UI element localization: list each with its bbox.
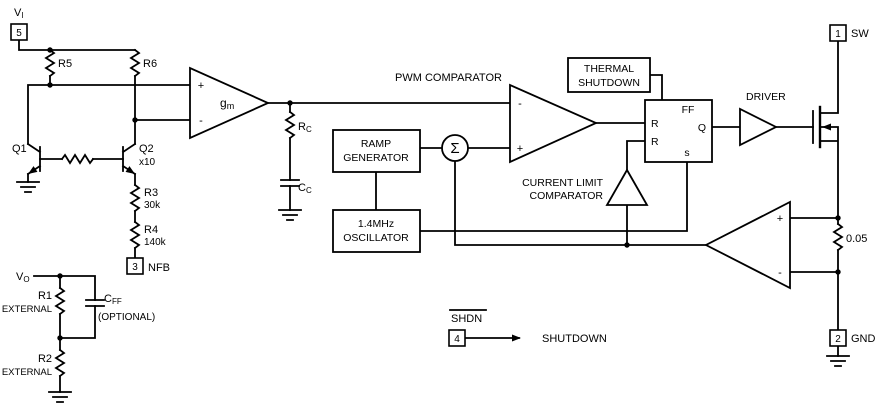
wires-shdn (449, 309, 520, 339)
sense-resistor-value: 0.05 (846, 233, 867, 245)
shutdown-arrow-icon (512, 334, 521, 342)
pin-box-vin (10, 23, 28, 41)
transistor-q2 (121, 142, 137, 177)
thermal-shutdown-line2: SHUTDOWN (578, 77, 640, 89)
oscillator-box (332, 209, 421, 253)
pin-number-shdn: 4 (454, 334, 460, 345)
ramp-generator-box (332, 129, 421, 173)
sense-minus-input-label: - (778, 267, 782, 279)
transistor-q1 (26, 142, 42, 177)
ground-icon (826, 355, 850, 367)
shdn-label: SHDN (451, 313, 482, 325)
cc-label: CC (298, 182, 312, 195)
pwm-minus-input-label: - (518, 98, 522, 110)
cff-capacitor-plates (85, 299, 105, 307)
resistor-r3 (130, 184, 140, 212)
mosfet-switch (812, 105, 831, 149)
cff-note: (OPTIONAL) (98, 312, 155, 323)
q2-ratio-label: x10 (139, 157, 156, 168)
pin-box-nfb (126, 257, 144, 275)
pin-number-vin: 5 (16, 28, 22, 39)
q1-label: Q1 (12, 143, 27, 155)
r1-label: R1 (38, 290, 52, 302)
r4-value: 140k (144, 237, 167, 248)
resistor-r1 (55, 287, 65, 315)
sense-comparator-triangle (704, 200, 791, 290)
ff-s-label: s (684, 147, 689, 159)
pin-box-gnd (829, 329, 847, 347)
junction-dots (47, 47, 841, 341)
gm-amplifier-triangle (189, 66, 271, 140)
wires-control-loop (267, 74, 814, 246)
resistor-r5 (45, 49, 55, 77)
thermal-shutdown-line1: THERMAL (584, 63, 634, 75)
driver-triangle (739, 107, 779, 147)
vout-label: VO (16, 271, 30, 284)
pwm-comparator-triangle (509, 83, 599, 164)
gm-plus-input-label: + (198, 80, 204, 92)
ground-icon (16, 181, 40, 193)
current-limit-line2: COMPARATOR (529, 190, 603, 202)
summing-node-circle (441, 134, 469, 162)
current-limit-comparator-triangle (605, 168, 649, 206)
ff-r-mid-label: R (651, 136, 659, 148)
sigma-symbol: Σ (450, 140, 459, 157)
sw-label: SW (851, 28, 869, 40)
driver-title: DRIVER (746, 91, 786, 103)
r6-label: R6 (143, 58, 157, 70)
r1-note: EXTERNAL (2, 304, 52, 315)
cff-label: CFF (104, 293, 122, 306)
ff-title: FF (682, 104, 695, 116)
resistor-r6 (130, 49, 140, 77)
ff-r-top-label: R (651, 118, 659, 130)
wires-bandgap (18, 39, 191, 259)
r2-label: R2 (38, 353, 52, 365)
flip-flop-box (644, 99, 713, 163)
gm-minus-input-label: - (199, 115, 203, 127)
pwm-comparator-title: PWM COMPARATOR (395, 72, 502, 84)
pin-number-nfb: 3 (132, 262, 138, 273)
resistor-sense (833, 223, 843, 251)
pwm-plus-input-label: + (517, 143, 523, 155)
r3-label: R3 (144, 187, 158, 199)
wires-output-divider (33, 275, 105, 393)
gm-label: gm (220, 96, 234, 111)
r4-label: R4 (144, 224, 158, 236)
ramp-generator-line2: GENERATOR (343, 152, 409, 164)
pin-box-sw (829, 24, 847, 42)
cc-capacitor-plates (280, 179, 300, 187)
pin-number-gnd: 2 (835, 334, 841, 345)
oscillator-line2: OSCILLATOR (343, 232, 409, 244)
ff-q-label: Q (698, 122, 706, 134)
mosfet-body-arrow-icon (822, 123, 831, 131)
resistor-r2 (55, 349, 65, 377)
r2-note: EXTERNAL (2, 367, 52, 378)
r5-label: R5 (58, 58, 72, 70)
oscillator-line1: 1.4MHz (358, 218, 394, 230)
ground-icon (278, 209, 302, 221)
nfb-label: NFB (148, 262, 170, 274)
current-limit-line1: CURRENT LIMIT (522, 177, 603, 189)
wires-power-stage (789, 40, 839, 357)
resistor-base (61, 154, 94, 164)
thermal-shutdown-box (567, 57, 651, 93)
q2-label: Q2 (139, 143, 154, 155)
pin-box-shdn (448, 329, 466, 347)
gnd-label: GND (851, 333, 875, 345)
r3-value: 30k (144, 200, 161, 211)
rc-label: RC (298, 121, 312, 134)
pin-number-sw: 1 (835, 29, 841, 40)
resistor-rc (285, 111, 295, 139)
shutdown-action-label: SHUTDOWN (542, 333, 607, 345)
resistor-r4 (130, 221, 140, 249)
ramp-generator-line1: RAMP (361, 138, 391, 150)
sense-plus-input-label: + (777, 213, 783, 225)
vin-label: VI (14, 7, 24, 20)
ground-icon (48, 391, 72, 403)
